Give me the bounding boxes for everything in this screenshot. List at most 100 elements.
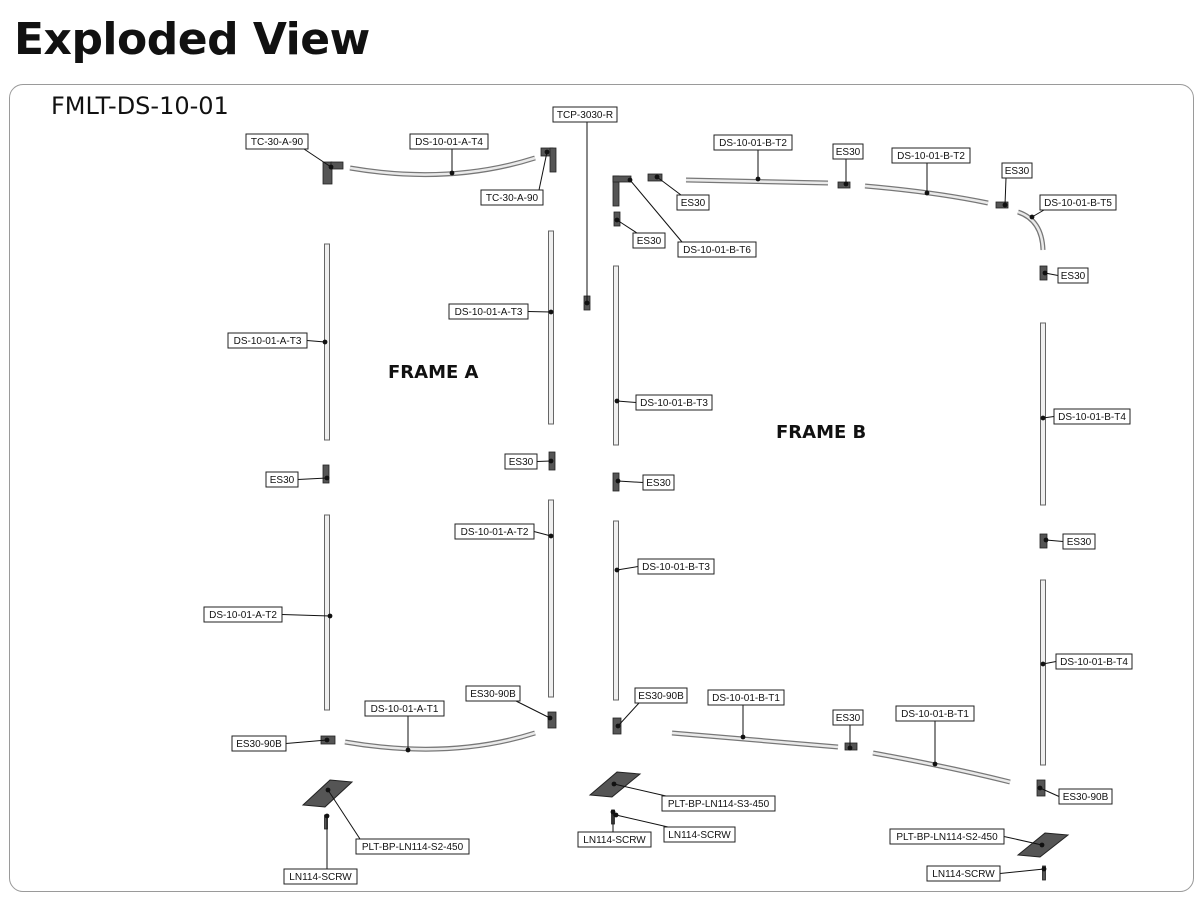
part-callout-p23: DS-10-01-B-T3 <box>614 558 715 575</box>
part-label-box <box>634 687 688 704</box>
leader-line <box>285 739 328 744</box>
leader-line <box>617 480 644 483</box>
part-callout-p33: PLT-BP-LN114-S3-450 <box>611 781 776 812</box>
part-callout-p36: LN114-SCRW <box>613 812 736 843</box>
part-label-box <box>889 828 1005 845</box>
part-callout-p29: DS-10-01-A-T1 <box>364 700 445 753</box>
leader-dot <box>654 174 660 180</box>
part-label-box <box>355 838 470 855</box>
vertical-tube <box>548 230 554 425</box>
part-label-box <box>891 147 971 164</box>
part-callout-p05: DS-10-01-B-T2 <box>713 134 793 182</box>
leader-dot <box>1039 842 1045 848</box>
leader-dot <box>1002 202 1008 208</box>
leader-dot <box>324 737 330 743</box>
part-label: ES30 <box>836 147 861 158</box>
leader-line <box>616 566 639 571</box>
part-label: ES30 <box>646 478 671 489</box>
part-callout-p11: ES30 <box>654 174 710 211</box>
leader-dot <box>932 761 938 767</box>
leader-line <box>297 477 328 480</box>
part-callout-p03: TC-30-A-90 <box>480 149 550 206</box>
leader-dot <box>449 170 455 176</box>
part-callout-p15: DS-10-01-A-T3 <box>227 332 328 349</box>
part-callout-p30: ES30 <box>832 709 864 751</box>
part-label: DS-10-01-A-T2 <box>461 527 529 538</box>
part-callout-p31: DS-10-01-B-T1 <box>895 705 975 767</box>
frame-parts <box>301 147 1070 881</box>
connector-part <box>549 147 557 173</box>
part-label: PLT-BP-LN114-S2-450 <box>896 832 998 843</box>
leader-dot <box>324 813 330 819</box>
part-label-box <box>448 303 529 320</box>
part-callout-p32: ES30-90B <box>231 735 330 752</box>
part-callout-p21: DS-10-01-A-T2 <box>454 523 554 540</box>
part-label: LN114-SCRW <box>583 835 646 846</box>
leader-line <box>533 531 552 537</box>
part-label-box <box>552 106 618 123</box>
leader-line <box>656 176 682 196</box>
part-callout-p20: ES30 <box>265 471 330 488</box>
part-callout-p07: DS-10-01-B-T2 <box>891 147 971 196</box>
leader-dot <box>627 177 633 183</box>
part-callout-p22: ES30 <box>1043 533 1096 550</box>
leader-line <box>629 179 683 243</box>
part-label: DS-10-01-A-T4 <box>415 137 483 148</box>
leader-dot <box>324 475 330 481</box>
vertical-tube <box>613 265 619 446</box>
part-label-box <box>676 194 710 211</box>
part-label-box <box>1062 533 1096 550</box>
part-label-box <box>1053 408 1131 425</box>
part-label: LN114-SCRW <box>668 830 731 841</box>
page-title: Exploded View <box>14 14 370 65</box>
part-callout-p39: LN114-SCRW <box>283 813 358 885</box>
leader-dot <box>614 398 620 404</box>
leader-line <box>515 700 551 719</box>
vertical-tube <box>324 514 330 711</box>
part-callout-p24: DS-10-01-A-T2 <box>203 606 333 623</box>
part-label: ES30-90B <box>470 689 516 700</box>
vertical-tube <box>1040 579 1046 766</box>
part-label: ES30 <box>270 475 295 486</box>
part-label: DS-10-01-A-T1 <box>371 704 439 715</box>
part-label-box <box>637 558 715 575</box>
part-callout-p12: DS-10-01-B-T6 <box>627 177 757 258</box>
part-label: TC-30-A-90 <box>486 193 539 204</box>
part-label-box <box>1058 788 1113 805</box>
part-callout-p14: DS-10-01-A-T3 <box>448 303 554 320</box>
part-label-box <box>713 134 793 151</box>
screw-part <box>1042 865 1046 881</box>
part-callout-p34: ES30-90B <box>1037 785 1113 805</box>
part-label-box <box>663 826 736 843</box>
part-label: PLT-BP-LN114-S2-450 <box>362 842 464 853</box>
leader-line <box>303 148 332 168</box>
part-label: ES30 <box>637 236 662 247</box>
part-callout-p28: DS-10-01-B-T1 <box>707 689 785 740</box>
part-label: DS-10-01-B-T3 <box>640 398 708 409</box>
curved-rail-highlight <box>349 156 536 176</box>
connector-part <box>995 201 1009 209</box>
curved-rail-highlight <box>671 731 839 749</box>
part-label: TCP-3030-R <box>557 110 613 121</box>
leader-line <box>616 219 638 234</box>
leader-line <box>527 311 552 313</box>
part-label: DS-10-01-A-T3 <box>234 336 302 347</box>
part-label: DS-10-01-B-T3 <box>642 562 710 573</box>
leader-line <box>1003 836 1043 846</box>
part-label-box <box>1039 194 1117 211</box>
part-label: ES30 <box>1005 166 1030 177</box>
leader-line <box>616 400 637 403</box>
leader-dot <box>615 478 621 484</box>
part-label-box <box>677 241 757 258</box>
part-callout-p04: TCP-3030-R <box>552 106 618 306</box>
frame-b-label: FRAME B <box>776 422 867 443</box>
part-label-box <box>480 189 544 206</box>
leader-dot <box>322 339 328 345</box>
leader-line <box>613 783 667 797</box>
leader-line <box>1045 539 1064 542</box>
leader-line <box>617 702 640 727</box>
leader-dot <box>328 164 334 170</box>
base-plate <box>301 779 354 808</box>
part-label: DS-10-01-B-T4 <box>1060 657 1128 668</box>
part-callout-p09: DS-10-01-B-T5 <box>1029 194 1117 220</box>
